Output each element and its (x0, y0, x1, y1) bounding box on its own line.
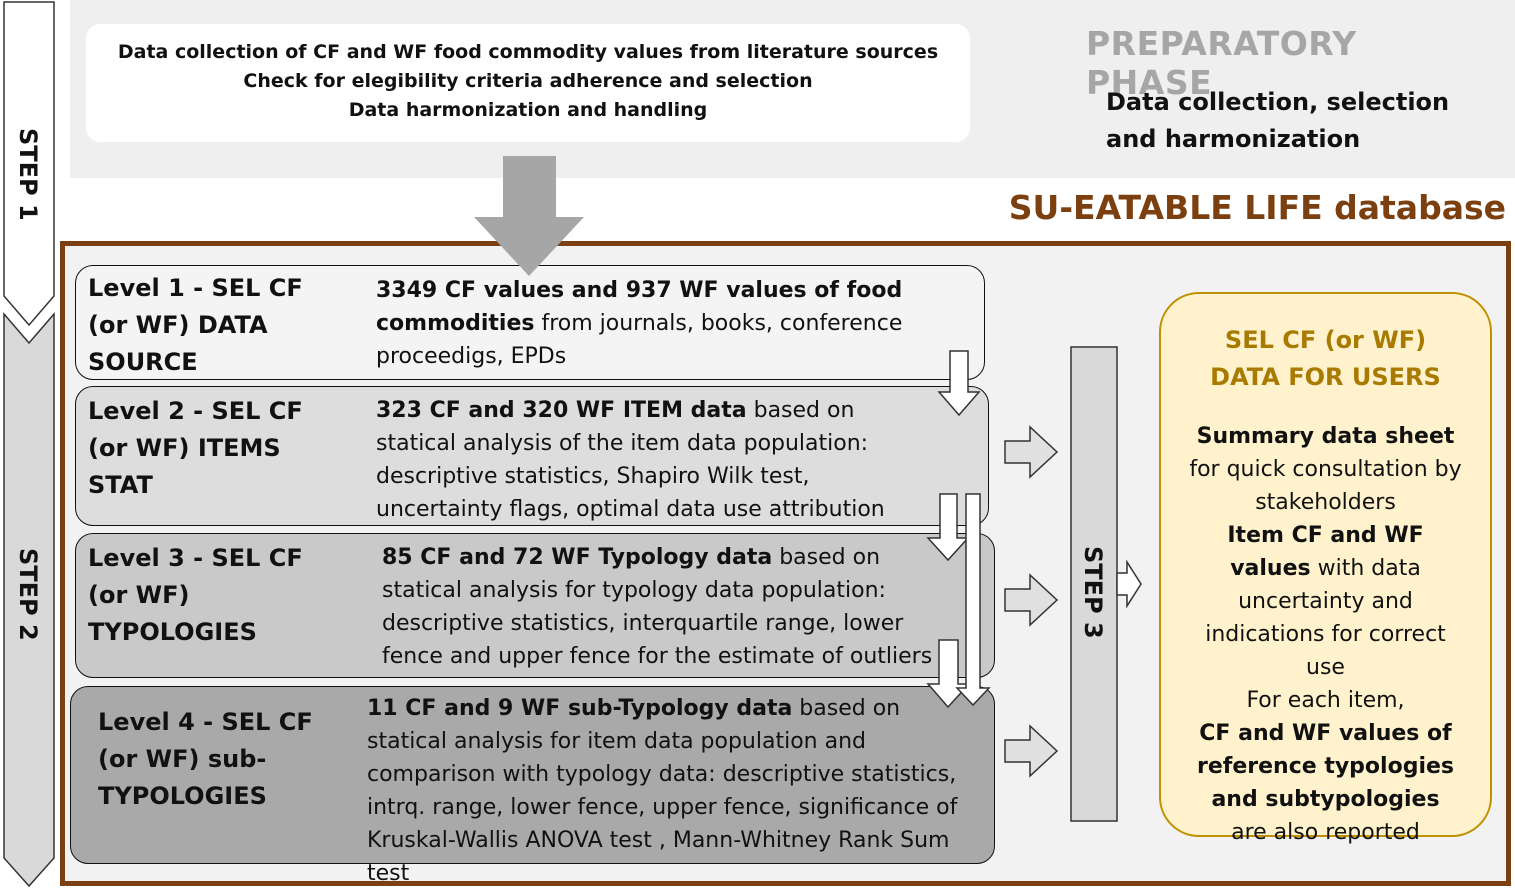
level-2-box: Level 2 - SEL CF (or WF) ITEMS STAT 323 … (75, 386, 989, 526)
level-4-description: 11 CF and 9 WF sub-Typology data based o… (367, 692, 977, 890)
users-each-item: For each item, (1246, 688, 1405, 713)
level-1-box: Level 1 - SEL CF (or WF) DATA SOURCE 334… (75, 265, 985, 380)
users-p4-text: are also reported (1231, 820, 1420, 845)
prep-task-3: Data harmonization and handling (348, 99, 708, 121)
level-2-description: 323 CF and 320 WF ITEM data based on sta… (376, 394, 936, 526)
prep-task-2: Check for elegibility criteria adherence… (243, 70, 813, 92)
data-for-users-body: Summary data sheet for quick consultatio… (1161, 420, 1490, 849)
data-for-users-box: SEL CF (or WF) DATA FOR USERS Summary da… (1159, 292, 1492, 845)
users-reference-values: CF and WF values of reference typologies… (1161, 717, 1490, 849)
preparatory-phase-subtitle: Data collection, selection and harmoniza… (1106, 84, 1486, 158)
prep-task-1: Data collection of CF and WF food commod… (117, 41, 939, 63)
users-title-line1: SEL CF (or WF) (1224, 326, 1427, 354)
level-3-highlight: 85 CF and 72 WF Typology data (382, 545, 773, 570)
level-2-highlight: 323 CF and 320 WF ITEM data (376, 398, 747, 423)
step-2-label: STEP 2 (14, 548, 42, 641)
step-1-label: STEP 1 (14, 128, 42, 221)
users-p2-bold: Item CF and WF values (1227, 523, 1424, 581)
users-p1-text: for quick consultation by stakeholders (1189, 457, 1462, 515)
users-p4-bold: CF and WF values of reference typologies… (1197, 721, 1454, 812)
level-2-name: Level 2 - SEL CF (or WF) ITEMS STAT (88, 397, 303, 499)
users-item-values: Item CF and WF values with data uncertai… (1161, 519, 1490, 684)
level-4-highlight: 11 CF and 9 WF sub-Typology data (367, 696, 793, 721)
step-3-label: STEP 3 (1079, 546, 1107, 639)
level-3-description: 85 CF and 72 WF Typology data based on s… (382, 541, 952, 673)
level-1-text: from journals, books, conference proceed… (376, 311, 903, 369)
preparatory-phase-title: PREPARATORY PHASE (1086, 24, 1357, 102)
level-1-name: Level 1 - SEL CF (or WF) DATA SOURCE (88, 274, 303, 376)
level-4-box: Level 4 - SEL CF (or WF) sub-TYPOLOGIES … (70, 686, 995, 886)
preparatory-tasks-box: Data collection of CF and WF food commod… (86, 24, 970, 142)
level-2-text: based on statical analysis of the item d… (376, 398, 885, 522)
level-1-description: 3349 CF values and 937 WF values of food… (376, 274, 966, 373)
level-1-highlight: 3349 CF values and 937 WF values of food… (376, 278, 903, 336)
level-4-name: Level 4 - SEL CF (or WF) sub-TYPOLOGIES (98, 708, 313, 810)
level-4-text: based on statical analysis for item data… (367, 696, 958, 886)
users-title-line2: DATA FOR USERS (1210, 363, 1441, 391)
level-3-box: Level 3 - SEL CF (or WF) TYPOLOGIES 85 C… (75, 533, 995, 678)
users-summary-sheet: Summary data sheet for quick consultatio… (1161, 420, 1490, 519)
database-title: SU-EATABLE LIFE database (1008, 188, 1506, 227)
level-3-name: Level 3 - SEL CF (or WF) TYPOLOGIES (88, 544, 303, 646)
users-p1-bold: Summary data sheet (1196, 424, 1455, 449)
prep-subtitle-line2: and harmonization (1106, 125, 1361, 153)
prep-subtitle-line1: Data collection, selection (1106, 88, 1450, 116)
level-3-text: based on statical analysis for typology … (382, 545, 933, 669)
users-p2-text: with data uncertainty and indications fo… (1205, 556, 1446, 680)
data-for-users-title: SEL CF (or WF) DATA FOR USERS (1161, 322, 1490, 396)
